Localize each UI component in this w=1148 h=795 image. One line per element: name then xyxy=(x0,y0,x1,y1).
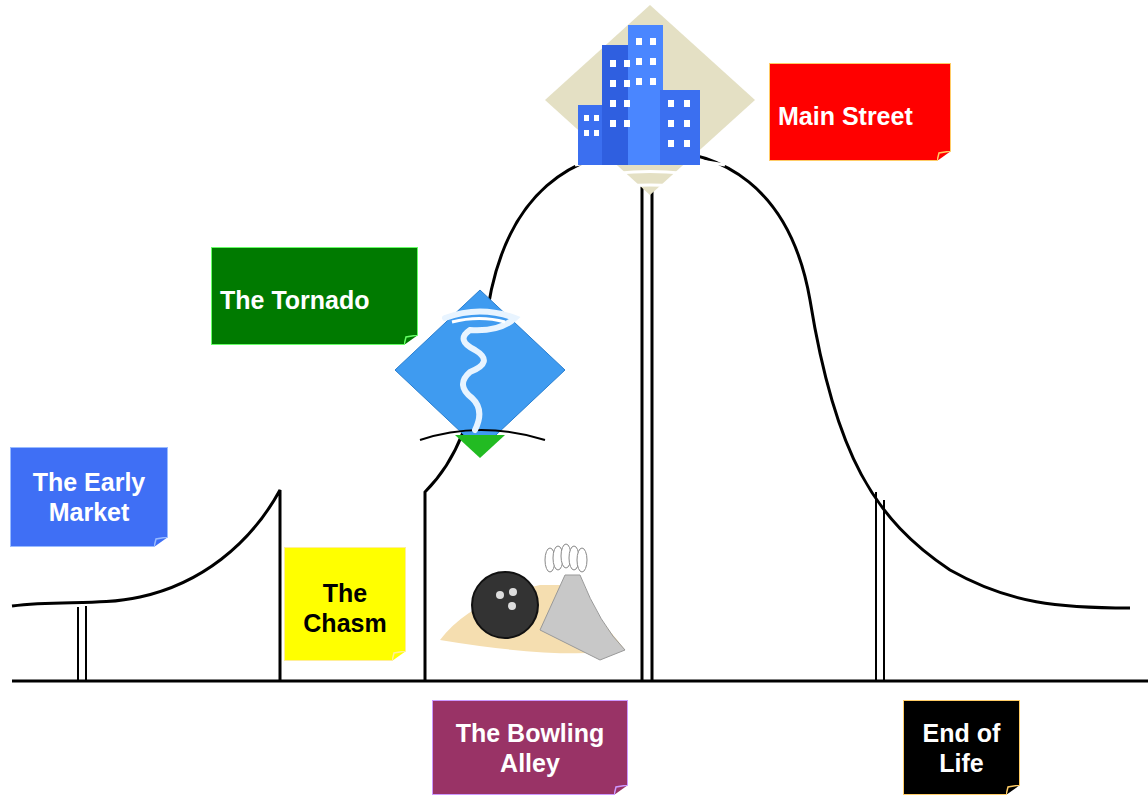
page-fold xyxy=(154,537,168,547)
tornado-icon xyxy=(395,290,565,458)
note-label: The Chasm xyxy=(293,578,397,638)
divider xyxy=(85,606,87,681)
divider xyxy=(875,492,877,681)
bell-curve xyxy=(425,150,1130,681)
sticky-note: Main Street xyxy=(769,63,951,161)
building-icon xyxy=(545,5,755,195)
note-label: End of Life xyxy=(912,718,1011,778)
sticky-note: The Chasm xyxy=(284,547,406,661)
divider xyxy=(641,150,644,681)
bowling-icon xyxy=(440,544,625,660)
note-label: The Tornado xyxy=(220,285,370,315)
sticky-note: The Early Market xyxy=(10,447,168,547)
divider xyxy=(77,607,79,681)
sticky-note: End of Life xyxy=(903,700,1020,795)
divider xyxy=(651,150,654,681)
note-label: Main Street xyxy=(778,101,913,131)
page-fold xyxy=(1006,785,1020,795)
page-fold xyxy=(392,651,406,661)
page-fold xyxy=(614,785,628,795)
baseline xyxy=(12,680,1148,683)
sticky-note: The Tornado xyxy=(211,247,418,345)
sticky-note: The Bowling Alley xyxy=(432,700,628,795)
note-label: The Early Market xyxy=(19,467,159,527)
note-label: The Bowling Alley xyxy=(441,718,619,778)
page-fold xyxy=(937,151,951,161)
page-fold xyxy=(404,335,418,345)
divider xyxy=(883,500,885,681)
